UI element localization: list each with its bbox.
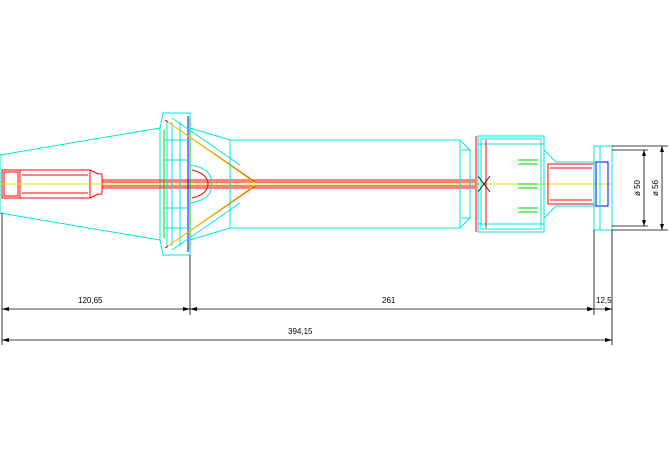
length-dimensions: 120,65 261 12,5 394,15 <box>1 213 613 345</box>
clamping-nut <box>475 135 545 233</box>
dim-label-2: 261 <box>382 296 396 305</box>
coolant-channels <box>164 117 256 251</box>
dia-outer-label: ø 56 <box>651 179 660 196</box>
collet-seat <box>543 145 613 231</box>
main-body <box>189 127 471 241</box>
flange <box>159 112 191 256</box>
dim-label-3: 12,5 <box>596 296 612 305</box>
dim-label-4: 394,15 <box>288 327 313 336</box>
dia-inner-label: ø 50 <box>633 179 642 196</box>
diameter-dimensions: ø 50 ø 56 <box>612 145 668 231</box>
dim-label-1: 120,65 <box>78 296 103 305</box>
